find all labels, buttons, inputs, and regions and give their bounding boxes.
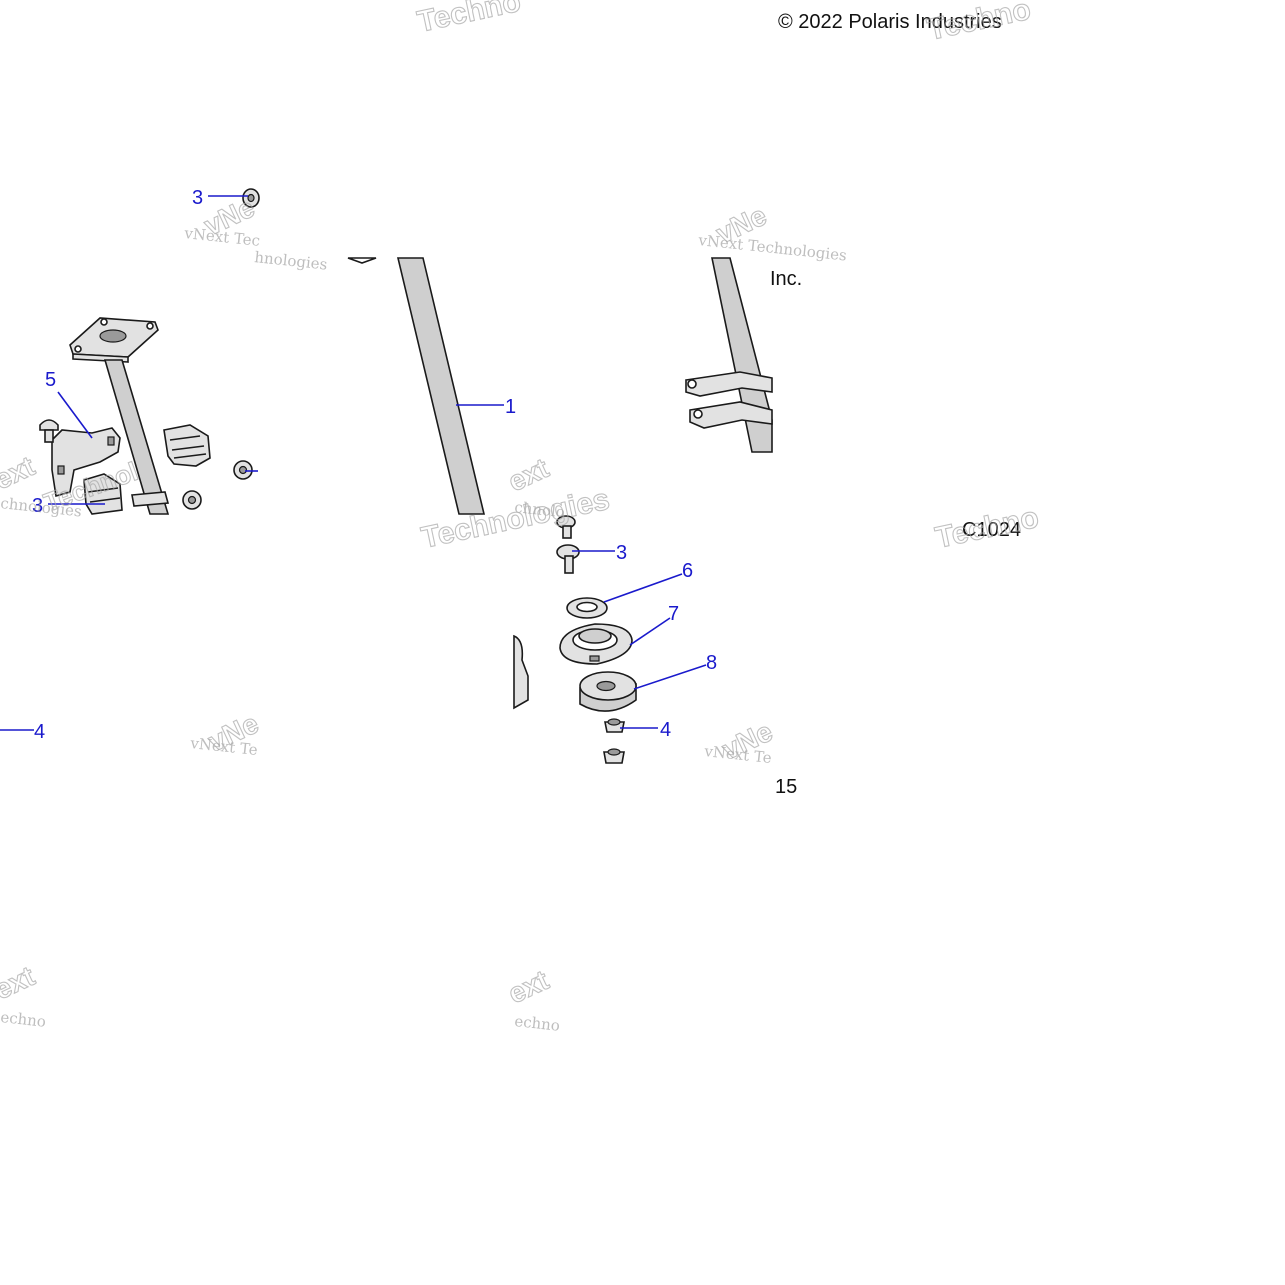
nut-2 [233, 460, 253, 480]
callout-8: 8 [706, 652, 717, 674]
callout-6: 6 [682, 560, 693, 582]
flange-7 [559, 623, 633, 665]
callout-3-lower: 3 [616, 542, 627, 564]
svg-text:Techno: Techno [925, 0, 1034, 47]
watermark: Techno Techno vNext Tec vNe hnologies vN… [0, 0, 1042, 1035]
page-number: 15 [775, 776, 797, 798]
callout-7: 7 [668, 603, 679, 625]
svg-text:ext: ext [503, 452, 553, 497]
svg-text:Techno: Techno [415, 0, 524, 39]
svg-text:ext: ext [503, 964, 553, 1009]
callout-4-lower: 4 [660, 719, 671, 741]
bolt-3 [556, 544, 580, 574]
copyright-text: © 2022 Polaris Industries [778, 11, 1002, 33]
bolt-left [39, 419, 59, 443]
steering-post-assembly [69, 317, 170, 515]
svg-text:echno: echno [514, 1012, 561, 1035]
callout-3-left: 3 [32, 495, 43, 517]
callout-1: 1 [505, 396, 516, 418]
nut-4 [604, 718, 625, 733]
nut-1 [182, 490, 202, 510]
diagram-code: C1024 [962, 519, 1021, 541]
svg-text:ext: ext [0, 960, 39, 1005]
bushing-right [163, 424, 211, 467]
header-fragment: Inc. [770, 268, 802, 290]
steering-shaft-upper-right [685, 257, 773, 453]
callout-5: 5 [45, 369, 56, 391]
bolt-top [556, 515, 576, 539]
svg-text:echno: echno [0, 1008, 47, 1031]
svg-text:hnologies: hnologies [254, 248, 329, 274]
nut-3 [242, 188, 260, 208]
bracket-edge [513, 634, 529, 710]
callout-3-top: 3 [192, 187, 203, 209]
bushing-8 [579, 671, 637, 712]
svg-text:ext: ext [0, 450, 39, 495]
washer-6 [566, 597, 608, 619]
steering-shaft [347, 257, 486, 515]
nut-bottom [603, 748, 625, 764]
svg-text:Techno: Techno [933, 501, 1042, 555]
callout-4-left: 4 [34, 721, 45, 743]
svg-text:chnolo: chnolo [514, 498, 566, 521]
